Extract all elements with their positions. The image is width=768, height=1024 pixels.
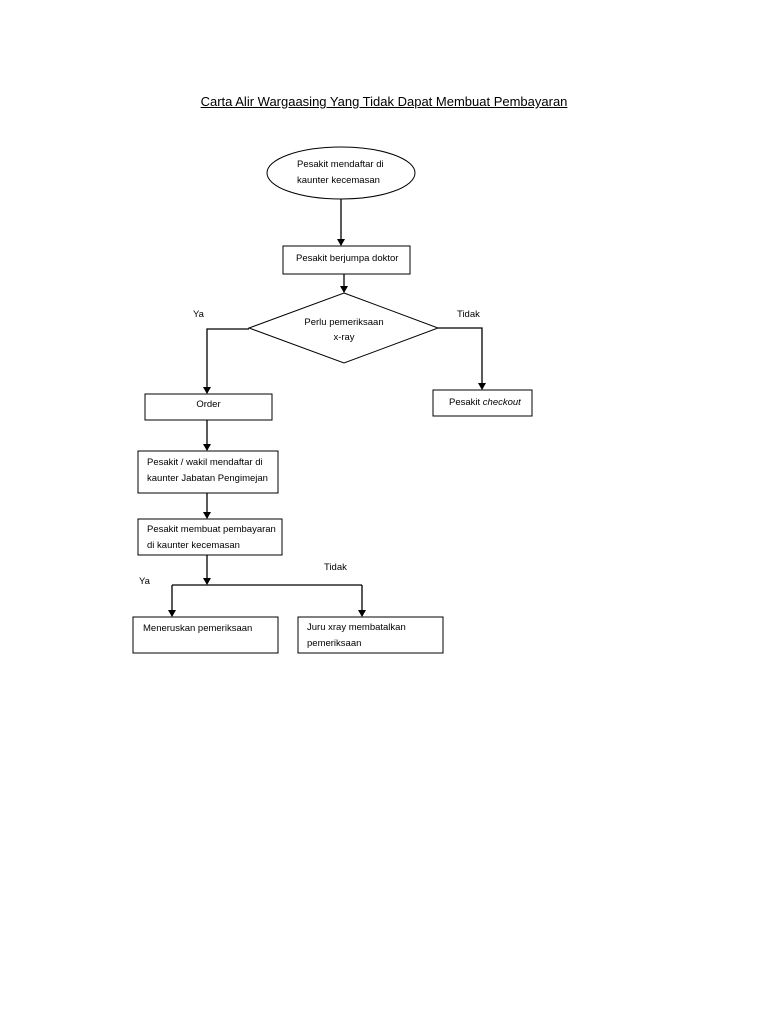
checkout-box [432,389,533,417]
decision-node-label: Perlu pemeriksaan x-ray [284,315,404,345]
payment-box [137,518,283,556]
checkout-italic: checkout [482,397,521,408]
doctor-box [282,245,411,275]
register-box [137,450,279,494]
order-node-label: Order [196,399,221,410]
cancel-line-2: pemeriksaan [307,638,362,649]
start-line-1: Pesakit mendaftar di [297,159,384,170]
continue-box [132,616,279,654]
arrow-decision-yes [203,328,249,394]
payment-yes-label: Ya [139,576,150,587]
page-title: Carta Alir Wargaasing Yang Tidak Dapat M… [200,94,568,109]
checkout-prefix: Pesakit [449,397,481,408]
register-line-1: Pesakit / wakil mendaftar di [147,457,263,468]
doctor-node-label: Pesakit berjumpa doktor [296,253,399,264]
cancel-line-1: Juru xray membatalkan [307,622,406,633]
decision-diamond [247,292,440,364]
order-box [144,393,273,421]
decision-line-1: Perlu pemeriksaan [304,317,384,328]
decision-no-label: Tidak [457,309,480,320]
payment-no-label: Tidak [324,562,347,573]
continue-node-label: Meneruskan pemeriksaan [143,623,253,634]
register-line-2: kaunter Jabatan Pengimejan [147,473,268,484]
payment-node-label: Pesakit membuat pembayaran di kaunter ke… [147,522,276,554]
payment-line-1: Pesakit membuat pembayaran [147,524,276,535]
start-line-2: kaunter kecemasan [297,175,380,186]
cancel-node-label: Juru xray membatalkan pemeriksaan [307,620,406,652]
arrow-decision-no [438,327,486,390]
start-node-label: Pesakit mendaftar di kaunter kecemasan [297,157,384,189]
decision-yes-label: Ya [193,309,204,320]
register-node-label: Pesakit / wakil mendaftar di kaunter Jab… [147,455,268,487]
cancel-box [297,616,444,654]
payment-line-2: di kaunter kecemasan [147,540,240,551]
decision-line-2: x-ray [333,332,355,343]
checkout-node-label: Pesakit checkout [449,395,521,411]
